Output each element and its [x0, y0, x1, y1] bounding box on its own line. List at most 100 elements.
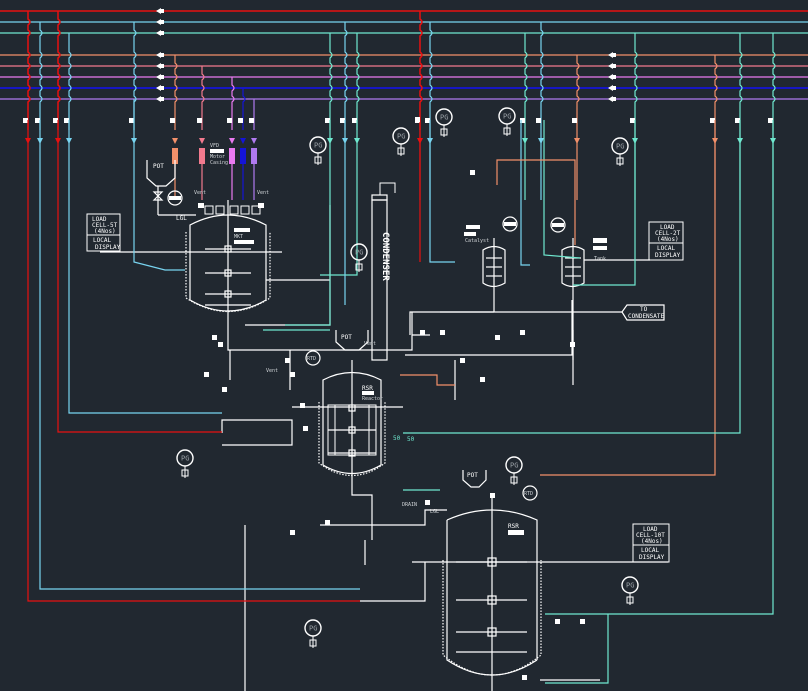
gauge-label: PG [355, 249, 363, 257]
tag-block [53, 118, 58, 123]
gauge-valve-icon [309, 639, 317, 647]
load-cell-box-3: LOAD CELL-10T (4Nos) LOCAL DISPLAY [632, 523, 670, 563]
lgl-label-2: LGL [430, 509, 439, 515]
flow-arrow-icon [156, 96, 164, 102]
gauge-valve-icon [314, 156, 322, 164]
load-cell-3-l3: (4Nos) [641, 538, 663, 545]
gauge-valve-icon [397, 147, 405, 155]
load-cell-3-d1: LOCAL [641, 547, 659, 554]
cooling-water-branches [27, 99, 774, 684]
gauge-label: PG [616, 143, 624, 151]
utility-drop-line [524, 33, 528, 130]
tag-block [710, 118, 715, 123]
load-cell-1-l3: (4Nos) [94, 228, 116, 235]
tag-block [197, 118, 202, 123]
gauge-valve-icon [355, 263, 363, 271]
flow-arrow-icon [251, 138, 257, 144]
condenser: CONDENSER [371, 182, 396, 361]
utility-drop-line [356, 33, 360, 130]
gauge-valve-icon [626, 596, 634, 604]
utility-drop-line [772, 33, 776, 130]
flow-arrow-icon [229, 138, 235, 144]
gauge-label: PG [440, 114, 448, 122]
motor-label: Motor [210, 154, 225, 160]
tag-block [23, 118, 28, 123]
flow-arrow-icon [608, 74, 616, 80]
tag-block [768, 118, 773, 123]
gauge-label: PG [503, 113, 511, 121]
pot-label-2: POT [341, 334, 352, 341]
tag-block [440, 330, 445, 335]
rsr-label: RSR [362, 385, 373, 392]
vfd-label: VFD [210, 143, 219, 149]
tag-block [325, 520, 330, 525]
utility-drops [23, 11, 776, 200]
gauge-valve-icon [503, 127, 511, 135]
tag-block [227, 118, 232, 123]
utility-drop-line [329, 33, 333, 130]
condenser-label: CONDENSER [380, 232, 390, 281]
rsr-label-2: RSR [508, 523, 519, 530]
tag-block [495, 335, 500, 340]
load-cell-2-d1: LOCAL [657, 245, 675, 252]
tag-block [520, 330, 525, 335]
tag-block [572, 118, 577, 123]
tag-block [470, 170, 475, 175]
tag-block [222, 387, 227, 392]
tag-block [352, 118, 357, 123]
to-label: TO [640, 306, 648, 313]
utility-drop-line [739, 33, 743, 130]
tag-block [425, 500, 430, 505]
lgl-label: LGL [176, 215, 187, 222]
pot-top-left: POT LGL [146, 160, 196, 222]
flow-arrow-icon [156, 8, 164, 14]
utility-drop-line [344, 22, 348, 130]
flow-arrow-icon [199, 138, 205, 144]
utility-drop-line [634, 33, 638, 130]
load-cell-2-d2: DISPLAY [655, 252, 681, 259]
pot-label: POT [153, 163, 164, 170]
gauge-label: PG [314, 142, 322, 150]
utility-drop-line [540, 22, 544, 130]
header-flow-arrows [156, 8, 616, 102]
flow-arrow-icon [156, 52, 164, 58]
flow-arrow-icon [156, 63, 164, 69]
tag-block [536, 118, 541, 123]
tag-block [522, 675, 527, 680]
flexible-hose-icon [240, 148, 246, 164]
process-piping [221, 205, 600, 691]
load-cell-1-l1: LOAD [92, 216, 107, 223]
flow-arrow-icon [172, 138, 178, 144]
flexible-hose-icon [172, 148, 178, 164]
utility-drop-line [231, 77, 235, 130]
gauge-valve-icon [510, 476, 518, 484]
vent-label-2: Vent [257, 190, 269, 196]
vent-label-1: Vent [194, 190, 206, 196]
flow-arrow-icon [240, 138, 246, 144]
utility-drop-line [242, 88, 246, 130]
tag-block [303, 426, 308, 431]
flexible-hose-icon [229, 148, 235, 164]
tank-label: Tank [594, 256, 606, 262]
flow-arrow-icon [156, 19, 164, 25]
reactor-middle: RSR Reactor POT RTD Vent Vent 50 50 [266, 330, 415, 478]
utility-drop-line [57, 11, 61, 130]
catalyst-label: Catalyst [465, 238, 489, 244]
tag-block [170, 118, 175, 123]
vent-label-3: Vent [364, 341, 376, 347]
utility-drop-line [419, 11, 423, 130]
tag-block [520, 118, 525, 123]
rtd-label-1: RTD [307, 356, 316, 362]
utility-drop-line [27, 11, 31, 130]
utility-drop-line [68, 33, 72, 130]
tag-block [285, 358, 290, 363]
tag-block [290, 372, 295, 377]
utility-drop-line [133, 22, 137, 130]
tag-block [555, 619, 560, 624]
tag-block [735, 118, 740, 123]
tag-block [325, 118, 330, 123]
flow-arrow-icon [608, 85, 616, 91]
tag-block [425, 118, 430, 123]
utility-drop-line [429, 22, 433, 130]
tag-block [490, 493, 495, 498]
